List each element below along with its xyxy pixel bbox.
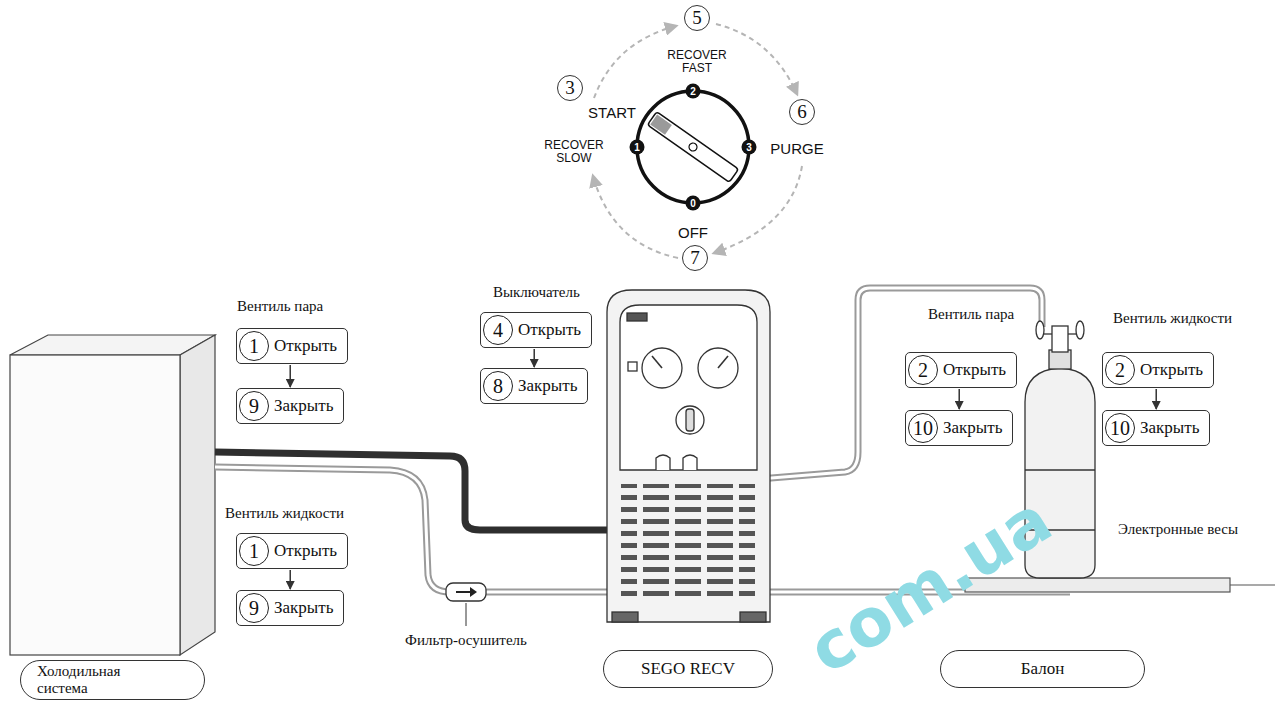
valve-step-box: 4Открыть (480, 312, 592, 348)
callout-number: 5 (684, 5, 710, 31)
action-text: Открыть (1140, 360, 1203, 380)
step-number: 2 (908, 355, 938, 385)
part-name: Вентиль жидкости (225, 505, 344, 522)
filter-drier (446, 583, 486, 626)
valve-step-box: 1Открыть (236, 533, 348, 569)
refrigeration-unit (10, 335, 215, 655)
valve-step-box: 2Открыть (1102, 352, 1214, 388)
mode-label: START (588, 104, 636, 121)
part-name: Вентиль пара (237, 298, 323, 315)
unit-name: Холодильная система (37, 663, 162, 696)
part-name: Электронные весы (1118, 521, 1238, 538)
dial-position: 2 (686, 84, 701, 99)
action-text: Закрыть (274, 396, 333, 416)
part-name: Вентиль жидкости (1113, 310, 1232, 327)
step-number: 2 (1105, 355, 1135, 385)
unit-name: SEGO RECV (622, 659, 754, 679)
step-number: 10 (1105, 413, 1135, 443)
unit-name: Балон (959, 659, 1126, 679)
step-number: 1 (239, 536, 269, 566)
valve-step-box: 9Закрыть (236, 590, 344, 626)
step-arrow (1155, 389, 1157, 409)
step-arrow (289, 570, 291, 589)
callout-number: 7 (682, 245, 708, 271)
part-name: Фильтр-осушитель (405, 632, 527, 649)
dial-position: 3 (742, 140, 757, 155)
step-arrow (289, 365, 291, 387)
mode-label: RECOVER FAST (666, 49, 728, 75)
action-text: Открыть (943, 360, 1006, 380)
vapor-hose (215, 452, 663, 530)
unit-name-pill: Балон (940, 650, 1145, 688)
step-number: 1 (239, 331, 269, 361)
unit-name-pill: SEGO RECV (603, 650, 773, 688)
mode-label: OFF (678, 224, 708, 241)
action-text: Открыть (518, 320, 581, 340)
electronic-scale (965, 578, 1275, 592)
action-text: Закрыть (274, 598, 333, 618)
dial-position: 1 (630, 140, 645, 155)
mode-label: PURGE (770, 140, 823, 157)
valve-step-box: 9Закрыть (236, 388, 344, 424)
valve-step-box: 8Закрыть (480, 368, 588, 404)
action-text: Открыть (274, 541, 337, 561)
callout-number: 6 (789, 99, 815, 125)
recovery-machine (607, 290, 770, 622)
action-text: Закрыть (518, 376, 577, 396)
action-text: Закрыть (943, 418, 1002, 438)
step-number: 8 (483, 371, 513, 401)
valve-step-box: 2Открыть (905, 352, 1017, 388)
valve-step-box: 10Закрыть (1102, 410, 1210, 446)
part-name: Выключатель (493, 284, 580, 301)
part-name: Вентиль пара (928, 306, 1014, 323)
valve-step-box: 1Открыть (236, 328, 348, 364)
step-number: 10 (908, 413, 938, 443)
step-arrow (958, 389, 960, 409)
step-number: 9 (239, 593, 269, 623)
step-number: 4 (483, 315, 513, 345)
mode-label: RECOVER SLOW (543, 139, 605, 165)
action-text: Закрыть (1140, 418, 1199, 438)
dial-position: 0 (686, 196, 701, 211)
unit-name-pill: Холодильная система (20, 660, 205, 700)
step-arrow (533, 349, 535, 367)
callout-number: 3 (557, 75, 583, 101)
action-text: Открыть (274, 336, 337, 356)
valve-step-box: 10Закрыть (905, 410, 1013, 446)
step-number: 9 (239, 391, 269, 421)
